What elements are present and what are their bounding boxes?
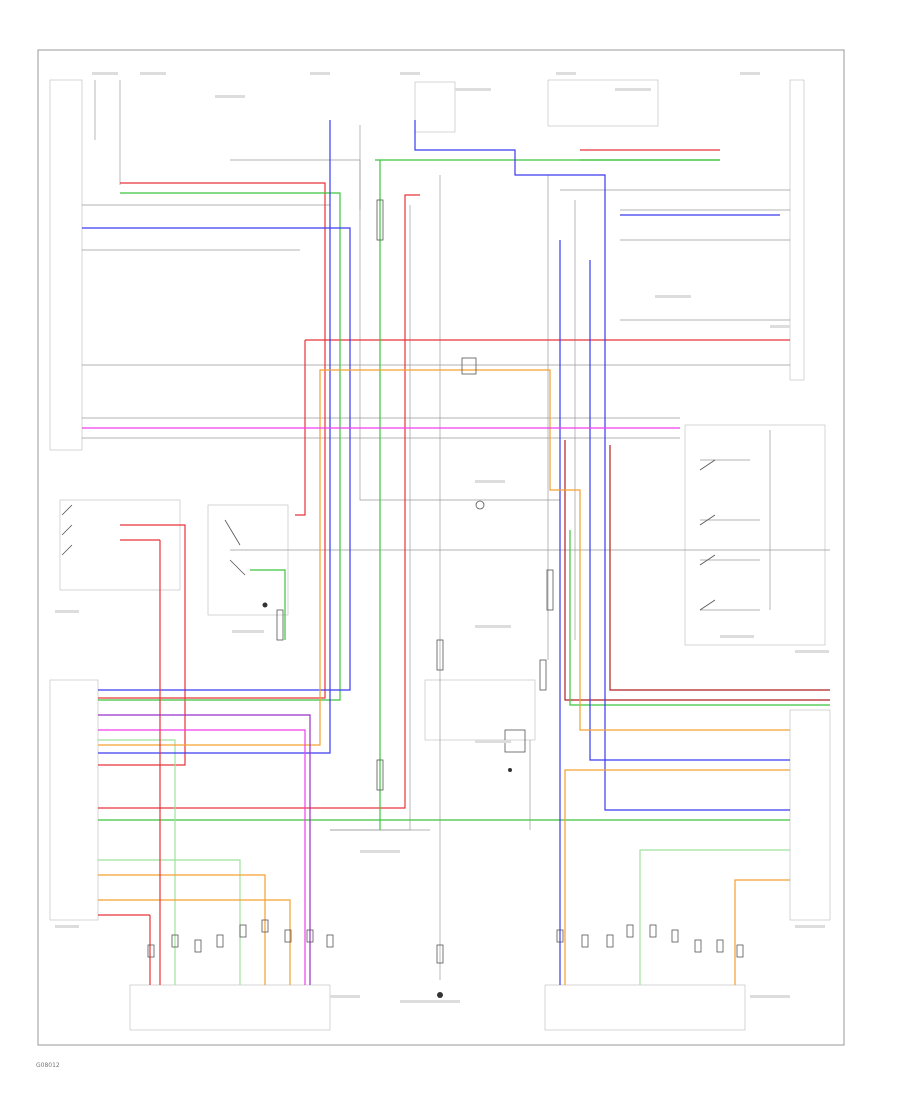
- wire-purple-1: [98, 714, 311, 985]
- tilt-control-box: [684, 424, 826, 646]
- wire-orange-3: [564, 769, 790, 985]
- relay-box-center: [424, 679, 536, 741]
- wire-green-9: [98, 859, 241, 985]
- connector-blocks: [49, 79, 831, 1031]
- bulb-block-top-right: [547, 79, 659, 127]
- wire-gray-2: [94, 80, 121, 185]
- wire-red-6: [564, 440, 830, 701]
- motor-connector-left: [129, 984, 331, 1031]
- diagram-border: [37, 49, 845, 1046]
- wire-green-8: [98, 739, 176, 985]
- connector-pins: [147, 199, 744, 964]
- wire-red-2: [98, 524, 186, 766]
- wire-gray-11: [329, 125, 361, 300]
- wire-orange-4: [734, 879, 790, 985]
- wire-blue-5: [589, 260, 790, 761]
- wire-red-9: [295, 340, 306, 516]
- lumbar-switch: [207, 504, 289, 616]
- ground-symbol-center: [437, 992, 443, 998]
- wire-pink-2: [98, 729, 306, 985]
- wire-gray-17: [700, 459, 760, 611]
- wire-green-3: [250, 569, 286, 640]
- ground-symbols: [262, 602, 512, 998]
- wire-orange-1: [98, 369, 790, 746]
- junction-block-right: [789, 79, 805, 381]
- wire-orange-2: [98, 899, 291, 985]
- seat-ecu-left: [49, 679, 99, 921]
- wire-red-3: [98, 194, 420, 809]
- wire-blue-1: [82, 227, 351, 691]
- wire-green-10: [639, 849, 790, 985]
- wire-red-4: [98, 914, 151, 985]
- wire-red-7: [609, 445, 830, 691]
- junction-block-left: [49, 79, 83, 451]
- label-blocks: [55, 72, 829, 1003]
- wire-gray-3: [230, 159, 561, 560]
- seat-ecu-right: [789, 709, 831, 921]
- wire-gray-12: [330, 205, 411, 831]
- relay-box-top: [414, 81, 456, 133]
- memory-switch: [59, 499, 181, 591]
- ground-symbol-left: [262, 602, 268, 608]
- wire-gray-10: [82, 417, 680, 439]
- wire-gray-15: [620, 209, 790, 241]
- wire-blue-3: [414, 120, 790, 811]
- colored-wires: [82, 120, 830, 985]
- wire-blue-2: [98, 120, 331, 754]
- wire-pink-3: [120, 539, 161, 985]
- wire-green-5: [569, 530, 830, 706]
- wire-orange-5: [98, 874, 266, 985]
- wire-green-1: [98, 192, 341, 701]
- diagram-code: G08012: [36, 1062, 60, 1069]
- ground-symbol-relay: [508, 768, 512, 772]
- switch-contacts: [61, 357, 716, 753]
- motor-connector-right: [544, 984, 746, 1031]
- wire-red-1: [98, 182, 326, 699]
